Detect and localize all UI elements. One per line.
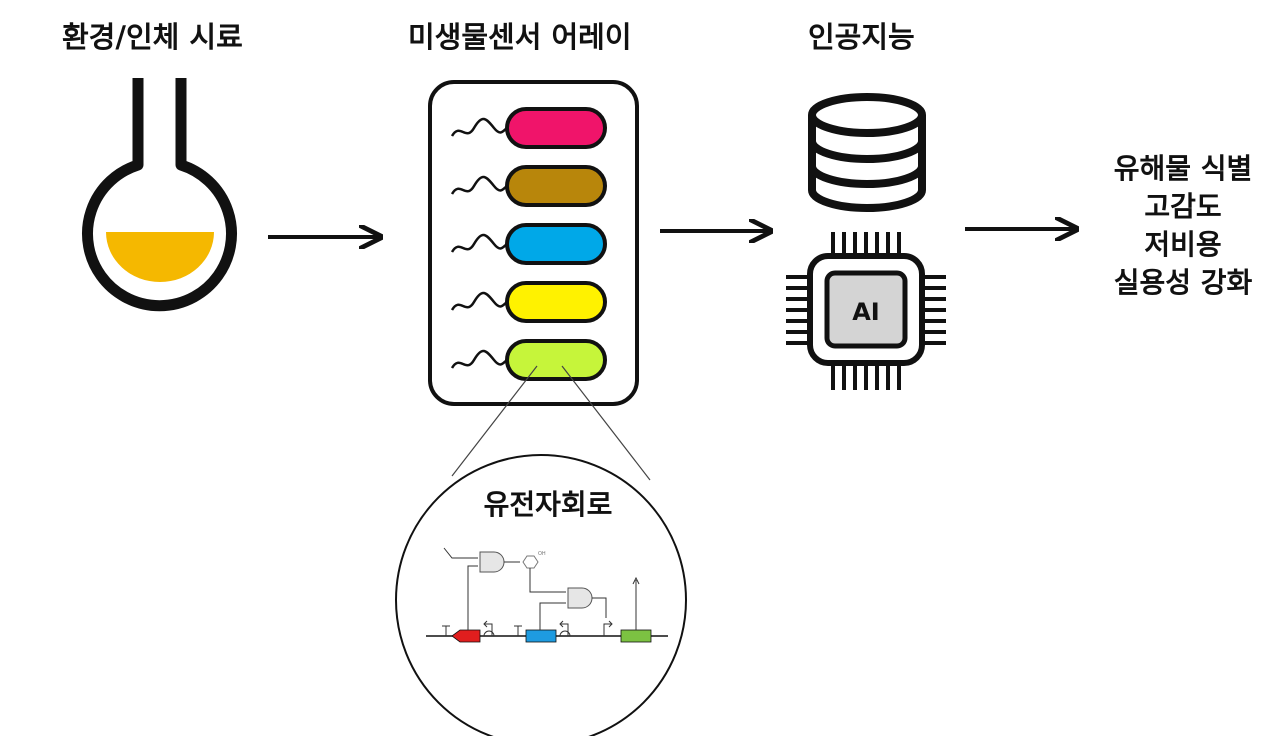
flagellum: [450, 349, 509, 369]
bacterium-body: [505, 281, 607, 323]
terminator-2: [514, 625, 522, 636]
rbs-1: [483, 630, 495, 637]
chip-inner: [824, 270, 908, 349]
sensor-array-title: 미생물센서 어레이: [408, 20, 632, 54]
input-signal-line: [443, 547, 478, 559]
outcome-cost: 저비용: [1144, 228, 1222, 261]
bacterium-2: [450, 165, 607, 207]
and-gate-2: [567, 587, 593, 609]
circuit-schematic: OH: [426, 547, 668, 643]
molecule-wire: [529, 568, 566, 593]
ai-title: 인공지능: [808, 20, 915, 54]
outcome-identification: 유해물 식별: [1113, 152, 1253, 185]
bacterium-body: [505, 165, 607, 207]
zoom-line-left: [451, 365, 538, 477]
gene-part-blue: [525, 629, 557, 643]
bacteria-list: [450, 107, 607, 381]
sample-title: 환경/인체 시료: [62, 20, 243, 54]
molecule-icon: [522, 555, 539, 569]
terminator-1: [442, 625, 450, 636]
genetic-circuit-circle: [395, 454, 687, 736]
bacterium-body: [505, 339, 607, 381]
gate2-input-wire: [539, 602, 566, 630]
chip-label: AI: [852, 298, 880, 326]
gene-part-red: [451, 629, 481, 643]
gene-part-green: [620, 629, 652, 643]
flask-icon: [82, 78, 237, 312]
ai-chip-icon: AI: [786, 232, 946, 390]
and-gate-1: [479, 551, 505, 573]
rbs-2: [559, 630, 571, 637]
bacterium-1: [450, 107, 607, 149]
bacterium-4: [450, 281, 607, 323]
outcomes-list: 유해물 식별 고감도 저비용 실용성 강화: [1088, 150, 1278, 302]
promoter-3: [603, 620, 613, 636]
gate2-output-wire: [592, 597, 607, 618]
bacterium-body: [505, 107, 607, 149]
molecule-oh-label: OH: [538, 551, 546, 557]
outcome-sensitivity: 고감도: [1144, 190, 1222, 223]
flagellum: [450, 117, 509, 137]
flagellum: [450, 233, 509, 253]
bacterium-3: [450, 223, 607, 265]
flagellum: [450, 175, 509, 195]
bacterium-5: [450, 339, 607, 381]
database-icon: [808, 93, 926, 212]
outcome-practicality: 실용성 강화: [1113, 266, 1253, 299]
bacterium-body: [505, 223, 607, 265]
gate1-input-wire: [467, 565, 478, 630]
zoom-line-right: [561, 365, 651, 481]
flask-liquid: [106, 232, 214, 282]
flagellum: [450, 291, 509, 311]
output-arrow: [632, 576, 640, 630]
genetic-circuit-title: 유전자회로: [484, 488, 613, 521]
